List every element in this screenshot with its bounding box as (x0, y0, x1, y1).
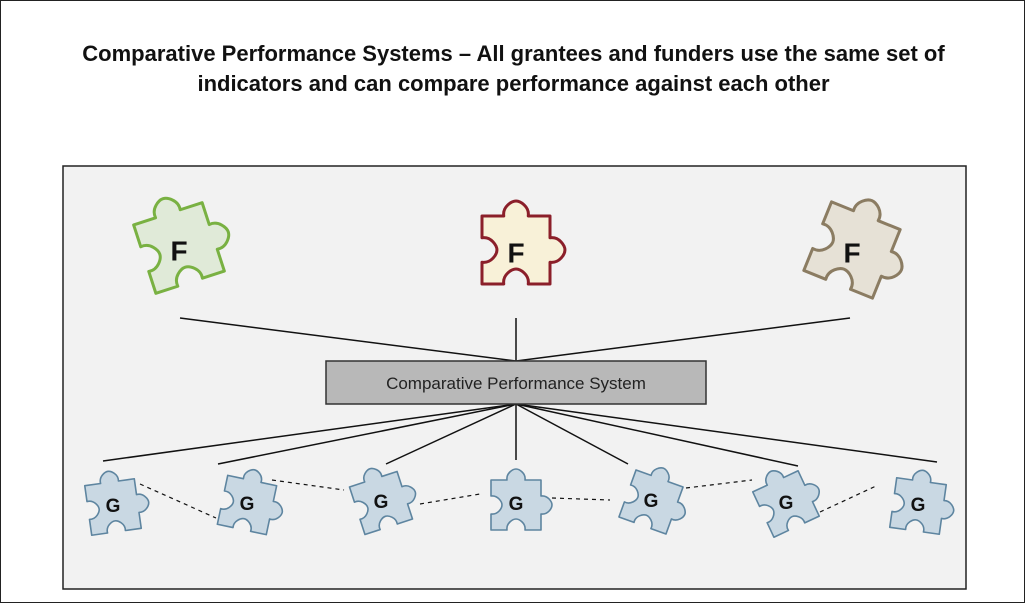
puzzle-piece-icon (480, 199, 567, 286)
puzzle-piece-icon (618, 467, 686, 535)
funder-connector (179, 317, 517, 362)
grantee-connector (515, 403, 629, 465)
comparative-performance-system-box: Comparative Performance System (325, 360, 707, 405)
funder-piece-label: F (843, 237, 860, 268)
grantee-connector (385, 403, 517, 465)
grantee-piece-label: G (374, 492, 389, 513)
diagram-title: Comparative Performance Systems – All gr… (82, 41, 945, 96)
connectors (102, 317, 938, 467)
grantee-connector (515, 403, 799, 467)
peer-comparison-link (685, 479, 753, 489)
grantee-piece-label: G (240, 494, 255, 515)
funder-piece: F (480, 199, 567, 286)
puzzle-piece-icon (490, 468, 553, 531)
grantee-piece-label: G (509, 494, 524, 515)
puzzle-piece-icon (802, 198, 904, 300)
grantee-piece: G (216, 468, 284, 536)
grantee-connector (515, 403, 938, 463)
funder-piece: F (802, 198, 904, 300)
funder-piece-label: F (170, 235, 187, 266)
grantee-piece: G (83, 470, 150, 537)
central-box-label: Comparative Performance System (386, 374, 646, 393)
peer-comparison-link (419, 493, 481, 505)
puzzle-piece-icon (348, 467, 417, 536)
grantee-piece: G (490, 468, 553, 531)
grantee-piece: G (348, 467, 417, 536)
grantee-piece: G (751, 469, 821, 539)
grantee-piece-label: G (779, 493, 794, 514)
puzzle-piece-icon (216, 468, 284, 536)
puzzle-piece-icon (132, 196, 231, 295)
grantee-piece-label: G (911, 495, 926, 516)
puzzle-piece-icon (83, 470, 150, 537)
grantee-connector (102, 403, 517, 462)
peer-comparison-link (551, 497, 611, 501)
peer-comparison-link (139, 483, 217, 519)
grantee-piece: G (888, 469, 955, 536)
grantee-connector (217, 403, 517, 465)
peer-links (139, 479, 877, 519)
grantee-piece-label: G (106, 496, 121, 517)
puzzle-piece-icon (751, 469, 821, 539)
grantee-piece: G (618, 467, 686, 535)
peer-comparison-link (819, 485, 877, 513)
puzzle-piece-icon (888, 469, 955, 536)
funder-piece-label: F (507, 237, 524, 268)
funder-connector (515, 317, 851, 362)
funder-piece: F (132, 196, 231, 295)
grantee-piece-label: G (644, 491, 659, 512)
